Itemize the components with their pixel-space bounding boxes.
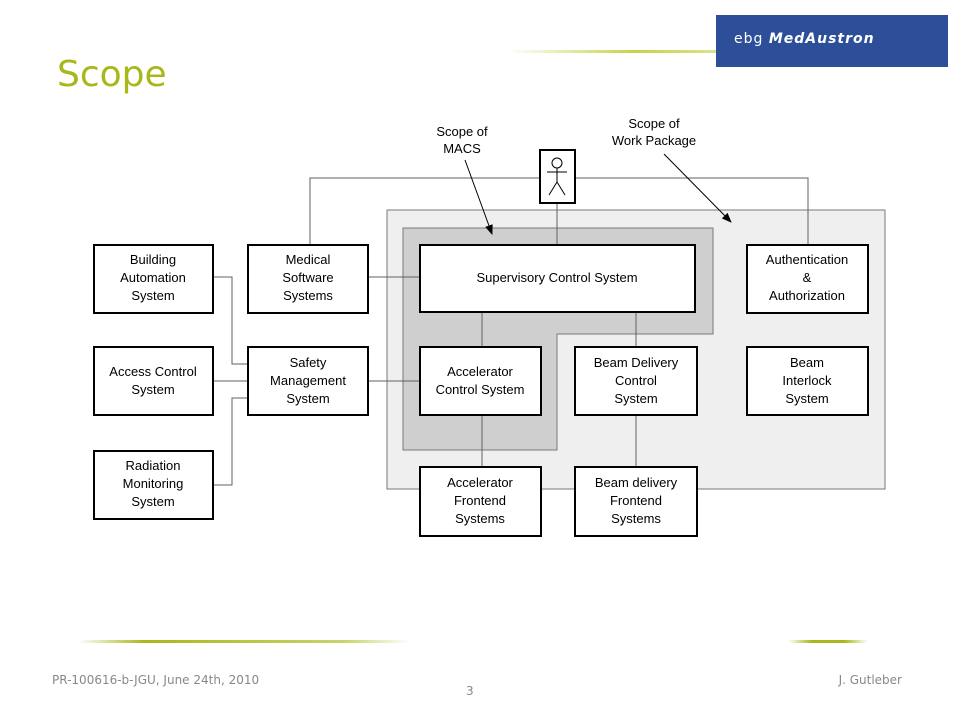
logo: ebg MedAustron	[716, 15, 948, 67]
connector-lines	[213, 177, 809, 486]
work-package-scope-arrow	[663, 153, 732, 223]
beam-delivery-control-label-line2: Control	[615, 373, 657, 388]
accelerator-frontend-label-line1: Accelerator	[447, 475, 513, 490]
radiation-monitoring-label-line3: System	[131, 494, 174, 509]
work-package-scope-label-line2: Work Package	[612, 133, 696, 148]
safety-management-label-line2: Management	[270, 373, 346, 388]
logo-prefix: ebg	[734, 31, 769, 47]
authentication-box	[746, 244, 869, 314]
radiation-monitoring-label-line2: Monitoring	[123, 476, 184, 491]
work-package-scope-label-line1: Scope of	[628, 116, 680, 131]
safety-management-label-line3: System	[286, 391, 329, 406]
system-boxes	[93, 244, 869, 537]
accelerator-frontend-box	[419, 466, 542, 537]
accelerator-control-label-line2: Control System	[436, 382, 525, 397]
authentication-label-line1: Authentication	[766, 252, 848, 267]
macs-scope-label-line2: MACS	[443, 141, 481, 156]
access-control-box	[93, 346, 214, 416]
supervisory-control-label: Supervisory Control System	[476, 270, 637, 285]
beam-delivery-frontend-label-line2: Frontend	[610, 493, 662, 508]
medical-software-box	[247, 244, 369, 314]
medical-software-label-line3: Systems	[283, 288, 333, 303]
connector-operator-medical	[309, 177, 540, 245]
building-automation-label-line3: System	[131, 288, 174, 303]
beam-interlock-label-line1: Beam	[790, 355, 824, 370]
beam-delivery-frontend-label-line1: Beam delivery	[595, 475, 678, 490]
connector-building-safety	[213, 276, 248, 365]
slide-title: Scope	[57, 54, 167, 95]
beam-interlock-box	[746, 346, 869, 416]
building-automation-label-line2: Automation	[120, 270, 186, 285]
authentication-label-line2: &	[803, 270, 812, 285]
access-control-label-line2: System	[131, 382, 174, 397]
supervisory-control-box	[419, 244, 696, 313]
footer-accent-line-left	[78, 640, 410, 643]
access-control-label-line1: Access Control	[109, 364, 197, 379]
accelerator-frontend-label-line3: Systems	[455, 511, 505, 526]
accelerator-frontend-label-line2: Frontend	[454, 493, 506, 508]
accelerator-control-box	[419, 346, 542, 416]
footer-reference: PR-100616-b-JGU, June 24th, 2010	[52, 673, 260, 687]
beam-interlock-label-line2: Interlock	[782, 373, 832, 388]
operator-icon	[547, 157, 567, 196]
footer-author: J. Gutleber	[838, 673, 902, 687]
authentication-label-line3: Authorization	[769, 288, 845, 303]
beam-delivery-control-label-line1: Beam Delivery	[594, 355, 679, 370]
medical-software-label-line1: Medical	[286, 252, 331, 267]
safety-management-box	[247, 346, 369, 416]
footer-accent-line-right	[788, 640, 868, 643]
beam-interlock-label-line3: System	[785, 391, 828, 406]
page-number: 3	[466, 684, 474, 698]
macs-scope-label-line1: Scope of	[436, 124, 488, 139]
macs-scope-arrow	[464, 159, 493, 235]
building-automation-label-line1: Building	[130, 252, 176, 267]
radiation-monitoring-box	[93, 450, 214, 520]
safety-management-label-line1: Safety	[290, 355, 327, 370]
accelerator-control-label-line1: Accelerator	[447, 364, 513, 379]
building-automation-box	[93, 244, 214, 314]
medical-software-label-line2: Software	[282, 270, 333, 285]
radiation-monitoring-label-line1: Radiation	[126, 458, 181, 473]
logo-text: ebg MedAustron	[734, 31, 875, 47]
beam-delivery-control-label-line3: System	[614, 391, 657, 406]
beam-delivery-frontend-box	[574, 466, 698, 537]
connector-operator-auth	[575, 177, 809, 245]
logo-brand: MedAustron	[768, 31, 875, 47]
beam-delivery-frontend-label-line3: Systems	[611, 511, 661, 526]
connector-radiation-safety	[213, 397, 248, 486]
beam-delivery-control-box	[574, 346, 698, 416]
